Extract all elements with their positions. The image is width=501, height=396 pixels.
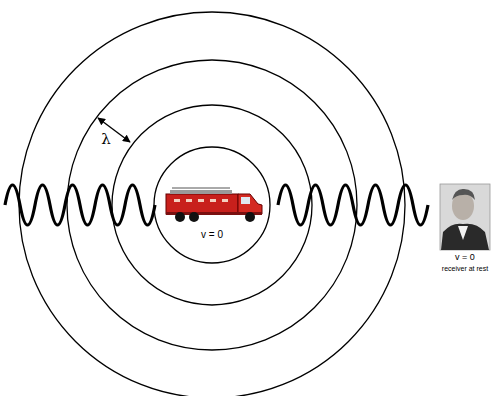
velocity-label: v = 0	[200, 229, 224, 240]
receiver-caption: receiver at rest	[441, 265, 489, 273]
sound-wave	[5, 185, 428, 225]
receiver-photo	[440, 184, 490, 250]
fire-truck	[166, 188, 262, 222]
wavelength-symbol: λ	[100, 131, 112, 148]
wavefront-circles	[19, 12, 405, 396]
velocity-label: v = 0	[454, 253, 476, 263]
